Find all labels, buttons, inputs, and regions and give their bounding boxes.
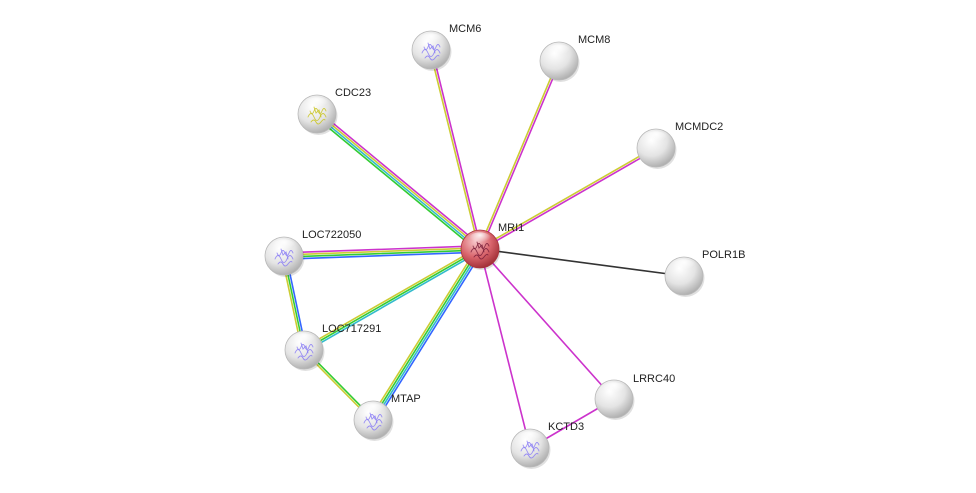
edge-channel-textmining bbox=[302, 246, 480, 349]
edge-channel-cooccurrence bbox=[283, 251, 481, 260]
edge-mri1-mcm8[interactable] bbox=[478, 59, 561, 251]
edge-channel-coexpression bbox=[479, 248, 685, 277]
node-label-lrrc40: LRRC40 bbox=[633, 373, 675, 385]
node-mcm6[interactable]: MCM6 bbox=[411, 23, 481, 71]
edge-channel-textmining bbox=[478, 59, 559, 250]
node-shine bbox=[272, 239, 296, 254]
edge-channel-databases bbox=[373, 248, 482, 422]
edge-channel-databases bbox=[315, 114, 481, 251]
node-lrrc40[interactable]: LRRC40 bbox=[594, 373, 675, 420]
node-label-cdc23: CDC23 bbox=[335, 87, 371, 99]
edge-channel-experiments bbox=[283, 245, 481, 254]
node-polr1b[interactable]: POLR1B bbox=[664, 249, 745, 297]
node-shine bbox=[602, 382, 626, 397]
edge-mri1-mtap[interactable] bbox=[369, 246, 484, 423]
node-label-mcm8: MCM8 bbox=[578, 34, 610, 46]
node-label-mcm6: MCM6 bbox=[449, 23, 481, 35]
edge-channel-cooccurrence bbox=[374, 249, 484, 423]
node-loc722050[interactable]: LOC722050 bbox=[264, 229, 361, 277]
edge-channel-experiments bbox=[431, 48, 482, 250]
node-kctd3[interactable]: KCTD3 bbox=[510, 421, 584, 469]
edge-mri1-loc717291[interactable] bbox=[302, 246, 482, 353]
node-mcmdc2[interactable]: MCMDC2 bbox=[636, 121, 723, 169]
node-loc717291[interactable]: LOC717291 bbox=[284, 323, 381, 371]
node-label-mcmdc2: MCMDC2 bbox=[675, 121, 723, 133]
node-mcm8[interactable]: MCM8 bbox=[539, 34, 610, 82]
edge-mri1-cdc23[interactable] bbox=[314, 110, 483, 253]
node-label-mri1: MRI1 bbox=[498, 222, 524, 234]
edge-mri1-lrrc40[interactable] bbox=[479, 248, 615, 400]
edge-channel-neighborhood bbox=[371, 247, 480, 421]
edge-channel-experiments bbox=[480, 60, 561, 251]
edge-mri1-polr1b[interactable] bbox=[479, 248, 685, 277]
edge-channel-databases bbox=[304, 250, 482, 353]
edge-channel-experiments bbox=[479, 148, 658, 251]
node-mtap[interactable]: MTAP bbox=[353, 393, 421, 441]
edge-channel-neighborhood bbox=[303, 248, 481, 351]
node-shine bbox=[468, 232, 492, 247]
node-shine bbox=[672, 259, 696, 274]
node-shine bbox=[419, 33, 443, 48]
edge-channel-textmining bbox=[316, 112, 482, 249]
node-label-loc717291: LOC717291 bbox=[322, 323, 381, 335]
edges-layer bbox=[281, 48, 685, 449]
edge-mri1-mcmdc2[interactable] bbox=[478, 146, 658, 251]
edge-channel-textmining bbox=[369, 246, 479, 420]
edge-mri1-loc722050[interactable] bbox=[283, 245, 481, 260]
edge-channel-neighborhood bbox=[283, 249, 481, 258]
edge-channel-textmining bbox=[429, 49, 480, 251]
node-label-polr1b: POLR1B bbox=[702, 249, 745, 261]
node-shine bbox=[361, 403, 385, 418]
node-label-mtap: MTAP bbox=[391, 393, 421, 405]
edge-channel-experiments bbox=[318, 110, 483, 248]
edge-channel-textmining bbox=[283, 247, 481, 256]
edge-mri1-mcm6[interactable] bbox=[429, 48, 482, 251]
edge-channel-experiments bbox=[479, 248, 531, 449]
node-mri1[interactable]: MRI1 bbox=[460, 222, 524, 270]
node-shine bbox=[305, 97, 329, 112]
node-label-loc722050: LOC722050 bbox=[302, 229, 361, 241]
edge-channel-experiments bbox=[479, 248, 615, 400]
edge-channel-neighborhood bbox=[314, 115, 479, 253]
edge-channel-textmining bbox=[478, 146, 657, 249]
edge-mri1-kctd3[interactable] bbox=[479, 248, 531, 449]
node-cdc23[interactable]: CDC23 bbox=[297, 87, 371, 135]
node-shine bbox=[518, 431, 542, 446]
node-shine bbox=[292, 333, 316, 348]
node-label-kctd3: KCTD3 bbox=[548, 421, 584, 433]
node-shine bbox=[644, 131, 668, 146]
node-shine bbox=[547, 44, 571, 59]
